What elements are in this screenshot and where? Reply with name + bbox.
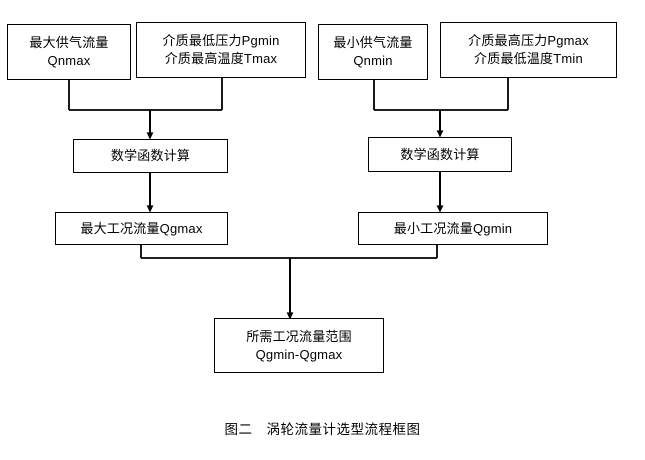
node-math-calc-left[interactable]: 数学函数计算 — [73, 139, 228, 173]
node-medium-max-pressure-min-temp-line2: 介质最低温度Tmin — [474, 51, 583, 66]
node-min-supply-flow[interactable]: 最小供气流量 Qnmin — [318, 24, 428, 80]
node-math-calc-right-label: 数学函数计算 — [400, 146, 480, 162]
node-medium-max-pressure-min-temp-line1: 介质最高压力Pgmax — [468, 33, 589, 49]
node-max-working-flow[interactable]: 最大工况流量Qgmax — [55, 212, 228, 245]
node-math-calc-right[interactable]: 数学函数计算 — [368, 137, 512, 172]
figure-caption: 图二 涡轮流量计选型流程框图 — [224, 422, 421, 437]
node-min-working-flow-label: 最小工况流量Qgmin — [393, 220, 513, 236]
node-math-calc-left-label: 数学函数计算 — [110, 148, 191, 164]
node-required-flow-range-line2: Qgmin-Qgmax — [255, 346, 343, 362]
node-max-supply-flow-line1: 最大供气流量 — [29, 35, 109, 51]
node-max-working-flow-label: 最大工况流量Qgmax — [80, 220, 203, 236]
node-required-flow-range[interactable]: 所需工况流量范围 Qgmin-Qgmax — [214, 318, 384, 373]
node-min-working-flow[interactable]: 最小工况流量Qgmin — [358, 212, 548, 245]
node-min-supply-flow-line1: 最小供气流量 — [333, 35, 413, 51]
node-medium-max-pressure-min-temp[interactable]: 介质最高压力Pgmax 介质最低温度Tmin — [440, 22, 617, 78]
node-required-flow-range-line1: 所需工况流量范围 — [246, 328, 352, 344]
node-medium-min-pressure-max-temp-line1: 介质最低压力Pgmin — [162, 33, 280, 49]
node-min-supply-flow-line2: Qnmin — [353, 53, 393, 68]
node-medium-min-pressure-max-temp[interactable]: 介质最低压力Pgmin 介质最高温度Tmax — [136, 22, 306, 78]
node-medium-min-pressure-max-temp-line2: 介质最高温度Tmax — [164, 51, 278, 66]
node-max-supply-flow[interactable]: 最大供气流量 Qnmax — [7, 24, 131, 80]
node-max-supply-flow-line2: Qnmax — [47, 53, 91, 68]
